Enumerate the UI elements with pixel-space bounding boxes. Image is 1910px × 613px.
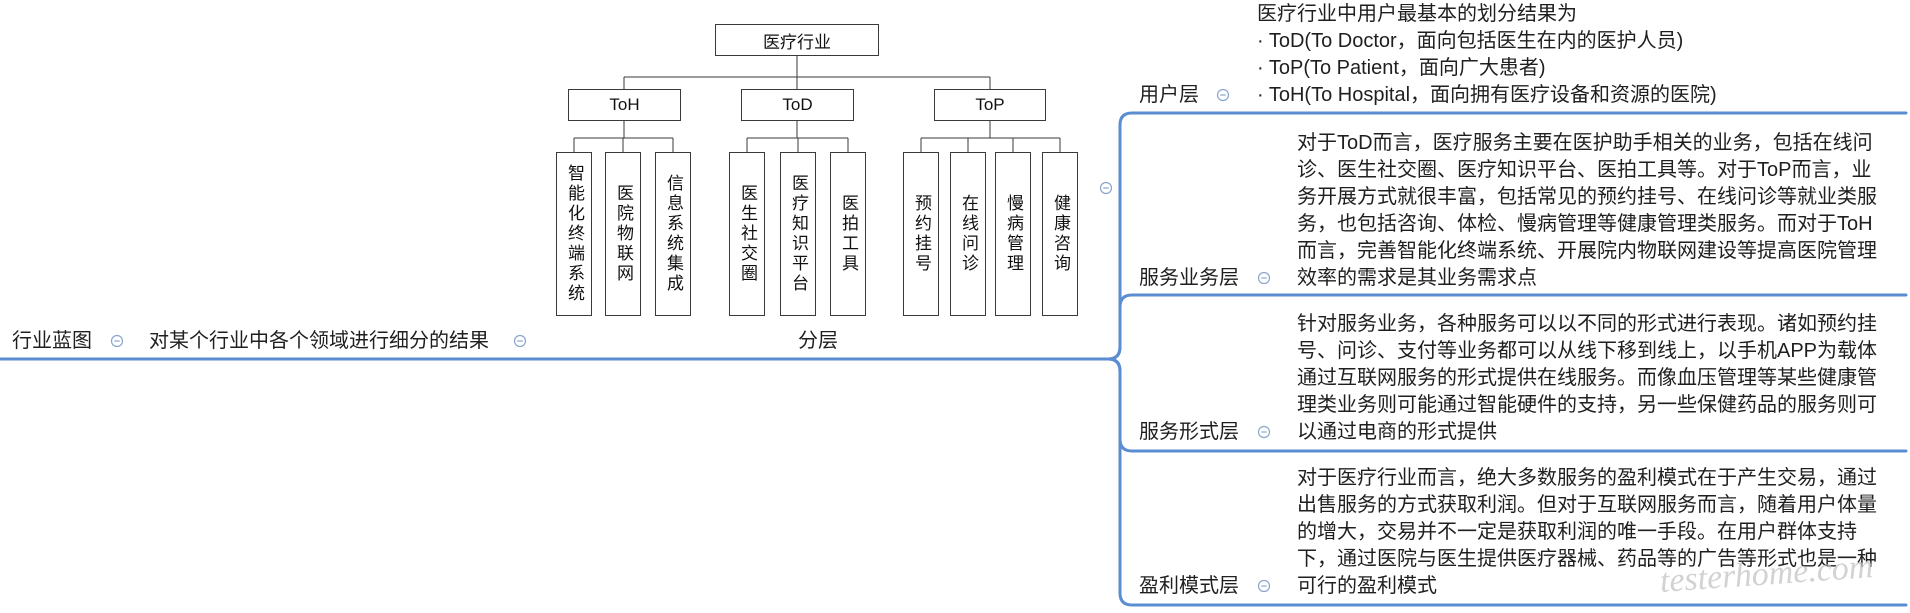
- org-chart-item: 医院物联网: [605, 152, 641, 316]
- org-chart-image: 医疗行业 ToH ToD ToP 智能化终端系统 医院物联网 信息系统集成 医生…: [550, 20, 1090, 320]
- profit-model-layer-topic[interactable]: 盈利模式层: [1139, 575, 1239, 597]
- note-line: 通过互联网服务的形式提供在线服务。而像血压管理等某些健康管: [1297, 367, 1877, 389]
- service-business-layer-collapse-icon[interactable]: [1257, 271, 1271, 285]
- org-chart-group-top: ToP: [934, 89, 1046, 121]
- note-line: 下，通过医院与医生提供医疗器械、药品等的广告等形式也是一种: [1297, 548, 1877, 570]
- org-chart-item-label: 健康咨询: [1051, 194, 1070, 274]
- org-chart-item: 医拍工具: [830, 152, 866, 316]
- note-line: 号、问诊、支付等业务都可以从线下移到线上，以手机APP为载体: [1297, 340, 1878, 362]
- note-line: 可行的盈利模式: [1297, 575, 1437, 597]
- note-line: 的增大，交易并不一定是获取利润的唯一手段。在用户群体支持: [1297, 521, 1857, 543]
- note-line: · ToH(To Hospital，面向拥有医疗设备和资源的医院): [1257, 84, 1717, 106]
- layering-topic[interactable]: 分层: [798, 330, 838, 352]
- note-line: 而言，完善智能化终端系统、开展院内物联网建设等提高医院管理: [1297, 240, 1877, 262]
- note-line: 以通过电商的形式提供: [1297, 421, 1497, 443]
- org-chart-item-label: 预约挂号: [912, 194, 931, 274]
- note-line: · ToP(To Patient，面向广大患者): [1257, 57, 1546, 79]
- layering-collapse-icon[interactable]: [1099, 181, 1113, 195]
- org-chart-item: 在线问诊: [950, 152, 986, 316]
- note-line: 务开展方式就很丰富，包括常见的预约挂号、在线问诊等就业类服: [1297, 186, 1877, 208]
- profit-model-layer-note[interactable]: 对于医疗行业而言，绝大多数服务的盈利模式在于产生交易，通过 出售服务的方式获取利…: [1297, 465, 1877, 600]
- user-layer-topic[interactable]: 用户层: [1139, 84, 1199, 106]
- org-chart-item-label: 医拍工具: [839, 194, 858, 274]
- note-line: 针对服务业务，各种服务可以以不同的形式进行表现。诸如预约挂: [1297, 313, 1877, 335]
- org-chart-item-label: 在线问诊: [959, 194, 978, 274]
- org-chart-item: 预约挂号: [903, 152, 939, 316]
- root-topic[interactable]: 行业蓝图: [12, 330, 92, 352]
- profit-model-layer-collapse-icon[interactable]: [1257, 579, 1271, 593]
- org-chart-group-toh: ToH: [568, 89, 681, 121]
- note-line: 理类业务则可能通过智能硬件的支持，另一些保健药品的服务则可: [1297, 394, 1877, 416]
- definition-collapse-icon[interactable]: [513, 334, 527, 348]
- service-business-layer-topic[interactable]: 服务业务层: [1139, 267, 1239, 289]
- service-form-layer-topic[interactable]: 服务形式层: [1139, 421, 1239, 443]
- service-business-layer-note[interactable]: 对于ToD而言，医疗服务主要在医护助手相关的业务，包括在线问 诊、医生社交圈、医…: [1297, 130, 1877, 292]
- service-form-layer-note[interactable]: 针对服务业务，各种服务可以以不同的形式进行表现。诸如预约挂 号、问诊、支付等业务…: [1297, 311, 1877, 446]
- org-chart-item-label: 慢病管理: [1004, 194, 1023, 274]
- definition-topic[interactable]: 对某个行业中各个领域进行细分的结果: [149, 330, 489, 352]
- org-chart-item: 智能化终端系统: [556, 152, 592, 316]
- org-chart-item-label: 智能化终端系统: [565, 164, 584, 304]
- root-collapse-icon[interactable]: [110, 334, 124, 348]
- note-line: 诊、医生社交圈、医疗知识平台、医拍工具等。对于ToP而言，业: [1297, 159, 1872, 181]
- note-line: 效率的需求是其业务需求点: [1297, 267, 1537, 289]
- org-chart-item-label: 医生社交圈: [738, 184, 757, 284]
- org-chart-item-label: 信息系统集成: [664, 174, 683, 294]
- org-chart-item: 信息系统集成: [655, 152, 691, 316]
- org-chart-item-label: 医院物联网: [614, 184, 633, 284]
- org-chart-item-label: 医疗知识平台: [789, 174, 808, 294]
- note-line: 医疗行业中用户最基本的划分结果为: [1257, 3, 1577, 25]
- user-layer-note[interactable]: 医疗行业中用户最基本的划分结果为 · ToD(To Doctor，面向包括医生在…: [1257, 1, 1717, 109]
- org-chart-item: 医生社交圈: [729, 152, 765, 316]
- org-chart-connectors: [573, 56, 1061, 152]
- user-layer-collapse-icon[interactable]: [1216, 88, 1230, 102]
- org-chart-item: 健康咨询: [1042, 152, 1078, 316]
- org-chart-item: 医疗知识平台: [780, 152, 816, 316]
- note-line: 出售服务的方式获取利润。但对于互联网服务而言，随着用户体量: [1297, 494, 1877, 516]
- note-line: 对于ToD而言，医疗服务主要在医护助手相关的业务，包括在线问: [1297, 132, 1873, 154]
- note-line: 务，也包括咨询、体检、慢病管理等健康管理类服务。而对于ToH: [1297, 213, 1873, 235]
- org-chart-item: 慢病管理: [995, 152, 1031, 316]
- note-line: · ToD(To Doctor，面向包括医生在内的医护人员): [1257, 30, 1684, 52]
- note-line: 对于医疗行业而言，绝大多数服务的盈利模式在于产生交易，通过: [1297, 467, 1877, 489]
- org-chart-group-tod: ToD: [741, 89, 854, 121]
- org-chart-root-box: 医疗行业: [715, 24, 879, 56]
- service-form-layer-collapse-icon[interactable]: [1257, 425, 1271, 439]
